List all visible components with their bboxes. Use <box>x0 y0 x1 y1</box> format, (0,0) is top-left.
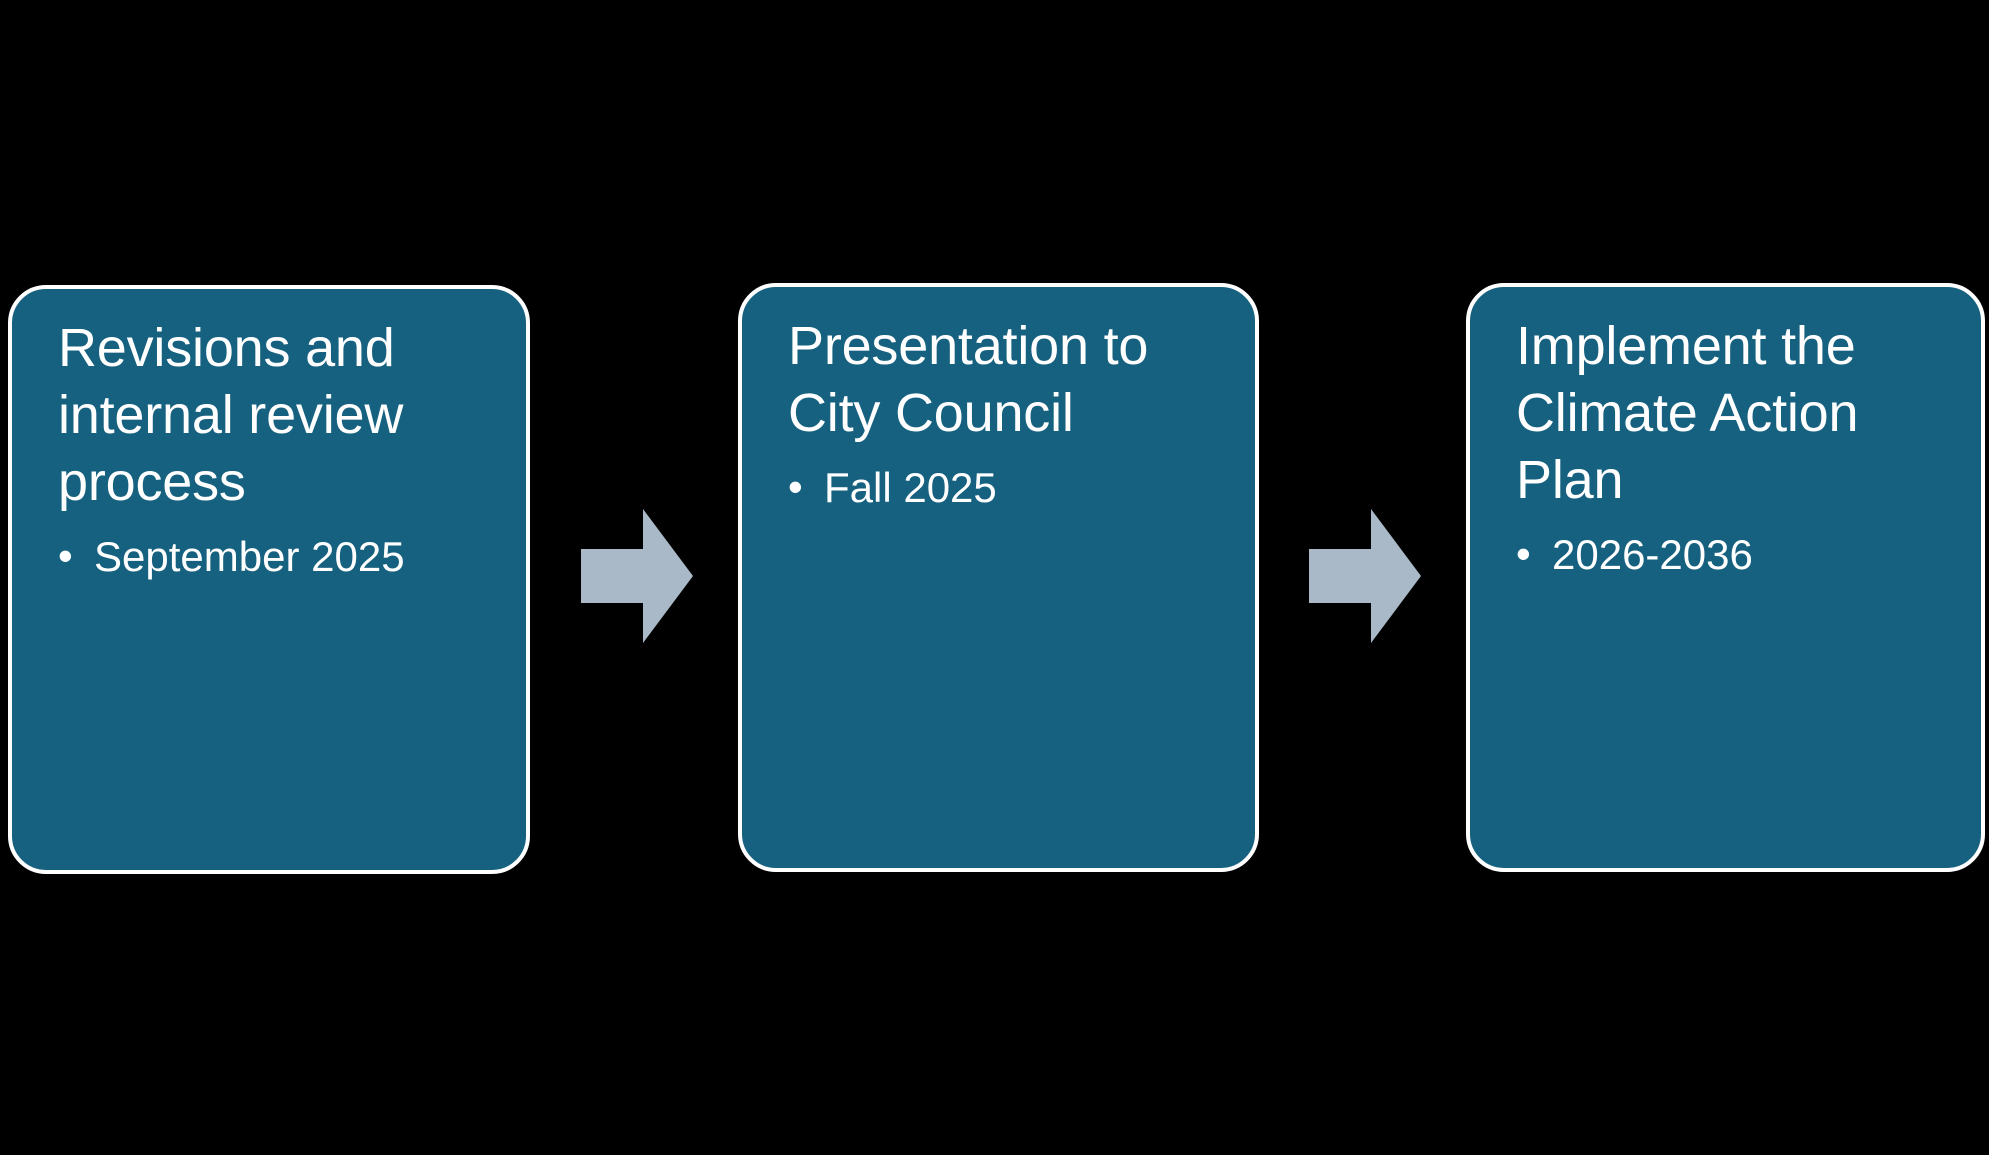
process-step-1[interactable]: Revisions and internal review process Se… <box>8 285 530 874</box>
process-step-2-title: Presentation to City Council <box>788 316 1149 443</box>
process-step-1-title: Revisions and internal review process <box>58 318 404 512</box>
process-step-3-bullets: 2026-2036 <box>1516 527 1951 581</box>
process-step-1-bullet-1: September 2025 <box>58 529 496 583</box>
process-step-2-bullets: Fall 2025 <box>788 460 1225 514</box>
process-step-3-title: Implement the Climate Action Plan <box>1516 316 1859 510</box>
process-step-2-bullet-1: Fall 2025 <box>788 460 1225 514</box>
arrow-right-icon <box>581 509 693 643</box>
process-step-2[interactable]: Presentation to City Council Fall 2025 <box>738 283 1259 872</box>
process-step-1-bullets: September 2025 <box>58 529 496 583</box>
process-step-3-bullet-1: 2026-2036 <box>1516 527 1951 581</box>
process-step-3[interactable]: Implement the Climate Action Plan 2026-2… <box>1466 283 1985 872</box>
arrow-right-icon <box>1309 509 1421 643</box>
